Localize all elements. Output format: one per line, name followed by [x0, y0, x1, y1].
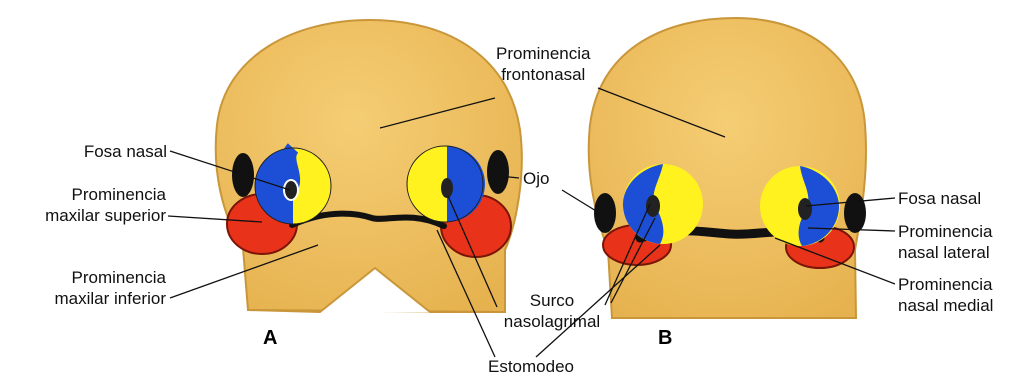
head-outline-b	[589, 18, 866, 318]
nasal-pit-left-a	[284, 180, 298, 200]
nasal-pit-right-a	[441, 178, 453, 198]
eye-left-b	[594, 193, 616, 233]
nasal-pit-right-b	[798, 198, 812, 220]
embryo-head-b	[589, 18, 866, 318]
label-prominencia-nasal-lateral: Prominencia nasal lateral	[898, 221, 993, 263]
label-surco-nasolagrimal: Surco nasolagrimal	[487, 290, 617, 332]
panel-label-a: A	[263, 327, 277, 350]
label-prominencia-frontonasal: Prominencia frontonasal	[496, 43, 591, 85]
nasal-placode-right-b	[760, 166, 840, 246]
embryo-head-a	[216, 20, 522, 312]
eye-right-b	[844, 193, 866, 233]
label-fosa-nasal-a: Fosa nasal	[57, 141, 167, 162]
label-prominencia-nasal-medial: Prominencia nasal medial	[898, 274, 993, 316]
nasal-placode-right-a	[407, 146, 485, 222]
eye-right-a	[487, 150, 509, 194]
panel-label-b: B	[658, 327, 672, 350]
label-prominencia-maxilar-inferior: Prominencia maxilar inferior	[11, 267, 166, 309]
nasal-pit-left-b	[646, 195, 660, 217]
label-prominencia-maxilar-superior: Prominencia maxilar superior	[11, 184, 166, 226]
nasal-placode-left-b	[623, 164, 703, 244]
label-ojo: Ojo	[523, 168, 549, 189]
label-estomodeo: Estomodeo	[488, 356, 574, 377]
nasal-placode-left-a	[255, 148, 331, 224]
label-fosa-nasal-b: Fosa nasal	[898, 188, 981, 209]
